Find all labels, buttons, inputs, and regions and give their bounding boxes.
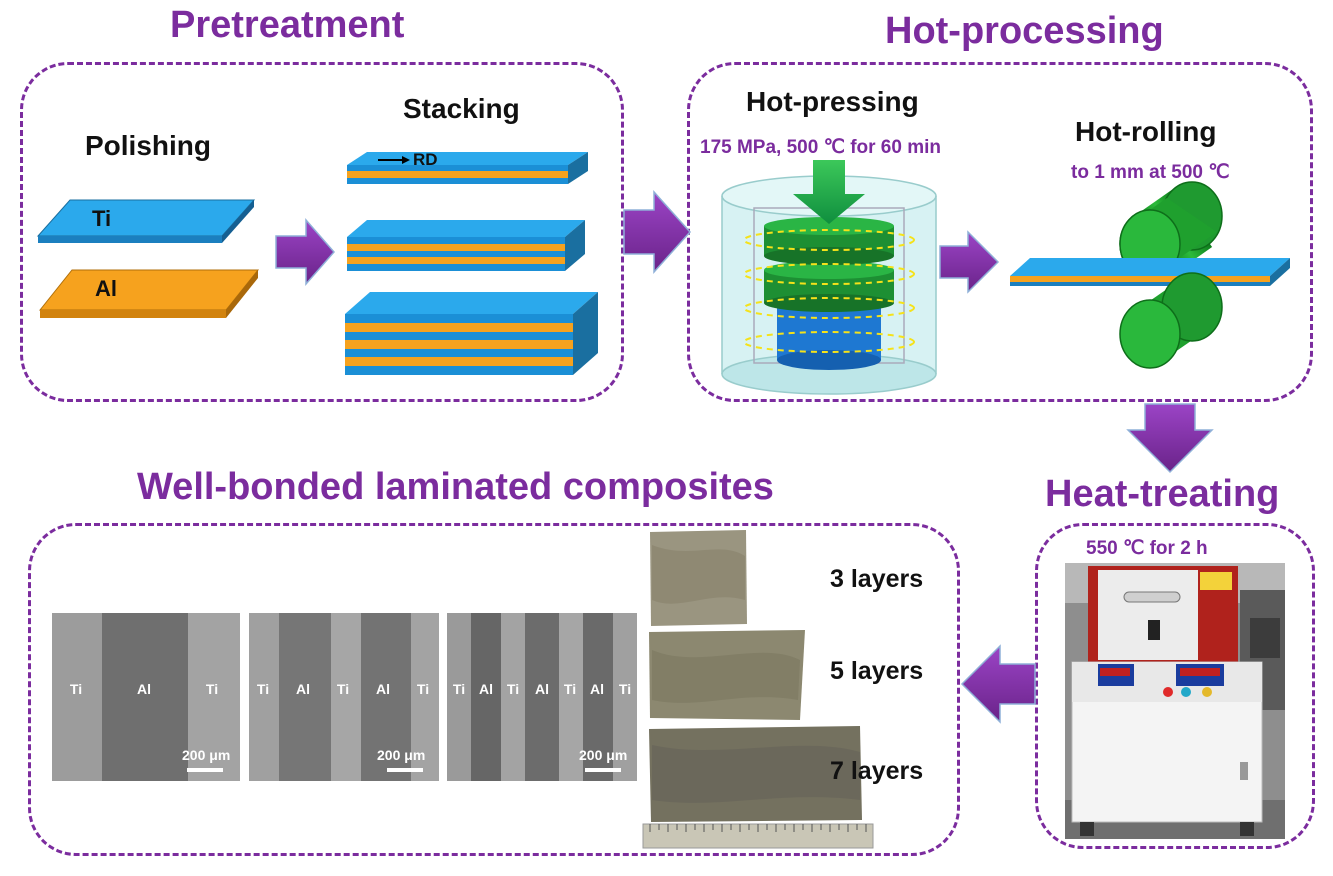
layer-label: Al <box>376 681 390 697</box>
hot-pressing-label: Hot-pressing <box>746 86 919 117</box>
al-label: Al <box>95 276 117 301</box>
scale-bar <box>585 768 621 772</box>
micrograph-7-layers: Ti Al Ti Al Ti Al Ti 200 μm <box>447 613 637 781</box>
hot-pressing-conditions: 175 MPa, 500 ℃ for 60 min <box>700 137 941 158</box>
heat-treating-conditions: 550 ℃ for 2 h <box>1086 538 1208 559</box>
hot-processing-title: Hot-processing <box>885 10 1164 52</box>
arrow-left <box>960 644 1036 724</box>
ruler-ticks <box>649 824 867 832</box>
arrow-right-2 <box>623 190 692 274</box>
layer-label: Al <box>137 681 151 697</box>
layer-label: Al <box>296 681 310 697</box>
al-plate <box>38 269 260 318</box>
heat-treating-title: Heat-treating <box>1045 473 1280 515</box>
layer-label: Ti <box>69 681 83 697</box>
sample-label-5-layers: 5 layers <box>830 657 924 685</box>
hot-rolling-label: Hot-rolling <box>1075 116 1217 147</box>
layer-label: Ti <box>336 681 350 697</box>
layer-label: Ti <box>506 681 520 697</box>
layer-label: Al <box>590 681 604 697</box>
scale-bar <box>387 768 423 772</box>
layer-label: Ti <box>205 681 219 697</box>
arrow-right-3 <box>939 230 1000 294</box>
ti-label: Ti <box>92 206 112 231</box>
scale-bar-label: 200 μm <box>377 747 426 763</box>
layer-label: Ti <box>416 681 430 697</box>
sample-label-7-layers: 7 layers <box>830 757 924 785</box>
press-arrow <box>793 160 865 224</box>
layer-label: Al <box>535 681 549 697</box>
furnace-photo <box>1065 563 1285 839</box>
pretreatment-title: Pretreatment <box>170 4 405 46</box>
scale-bar-label: 200 μm <box>579 747 628 763</box>
heat-treating-box <box>1035 523 1315 849</box>
arrow-down <box>1126 403 1214 474</box>
scale-bar <box>187 768 223 772</box>
pretreatment-box <box>20 62 624 402</box>
layer-label: Ti <box>618 681 632 697</box>
hot-rolling-mill <box>1010 181 1290 369</box>
micrograph-3-layers: Ti Al Ti 200 μm <box>52 613 240 781</box>
layer-label: Ti <box>452 681 466 697</box>
hot-press-chamber <box>721 160 937 395</box>
sample-label-3-layers: 3 layers <box>830 565 924 593</box>
scale-bar-label: 200 μm <box>182 747 231 763</box>
layer-label: Ti <box>563 681 577 697</box>
layer-label: Ti <box>256 681 270 697</box>
stack-7-layers <box>345 292 598 375</box>
hot-rolling-conditions: to 1 mm at 500 ℃ <box>1071 162 1230 183</box>
rd-label: RD <box>413 150 438 169</box>
layer-label: Al <box>479 681 493 697</box>
stack-3-layers <box>347 152 588 184</box>
ti-plate <box>36 199 256 243</box>
upper-roll <box>1119 181 1223 279</box>
lower-roll <box>1119 272 1223 369</box>
polishing-label: Polishing <box>85 130 211 161</box>
composites-box <box>28 523 960 856</box>
sample-photos <box>642 530 874 849</box>
composites-title: Well-bonded laminated composites <box>137 466 774 508</box>
stacking-label: Stacking <box>403 93 520 124</box>
stack-5-layers <box>347 220 585 271</box>
arrow-right-1 <box>275 218 335 286</box>
micrograph-5-layers: Ti Al Ti Al Ti 200 μm <box>249 613 439 781</box>
